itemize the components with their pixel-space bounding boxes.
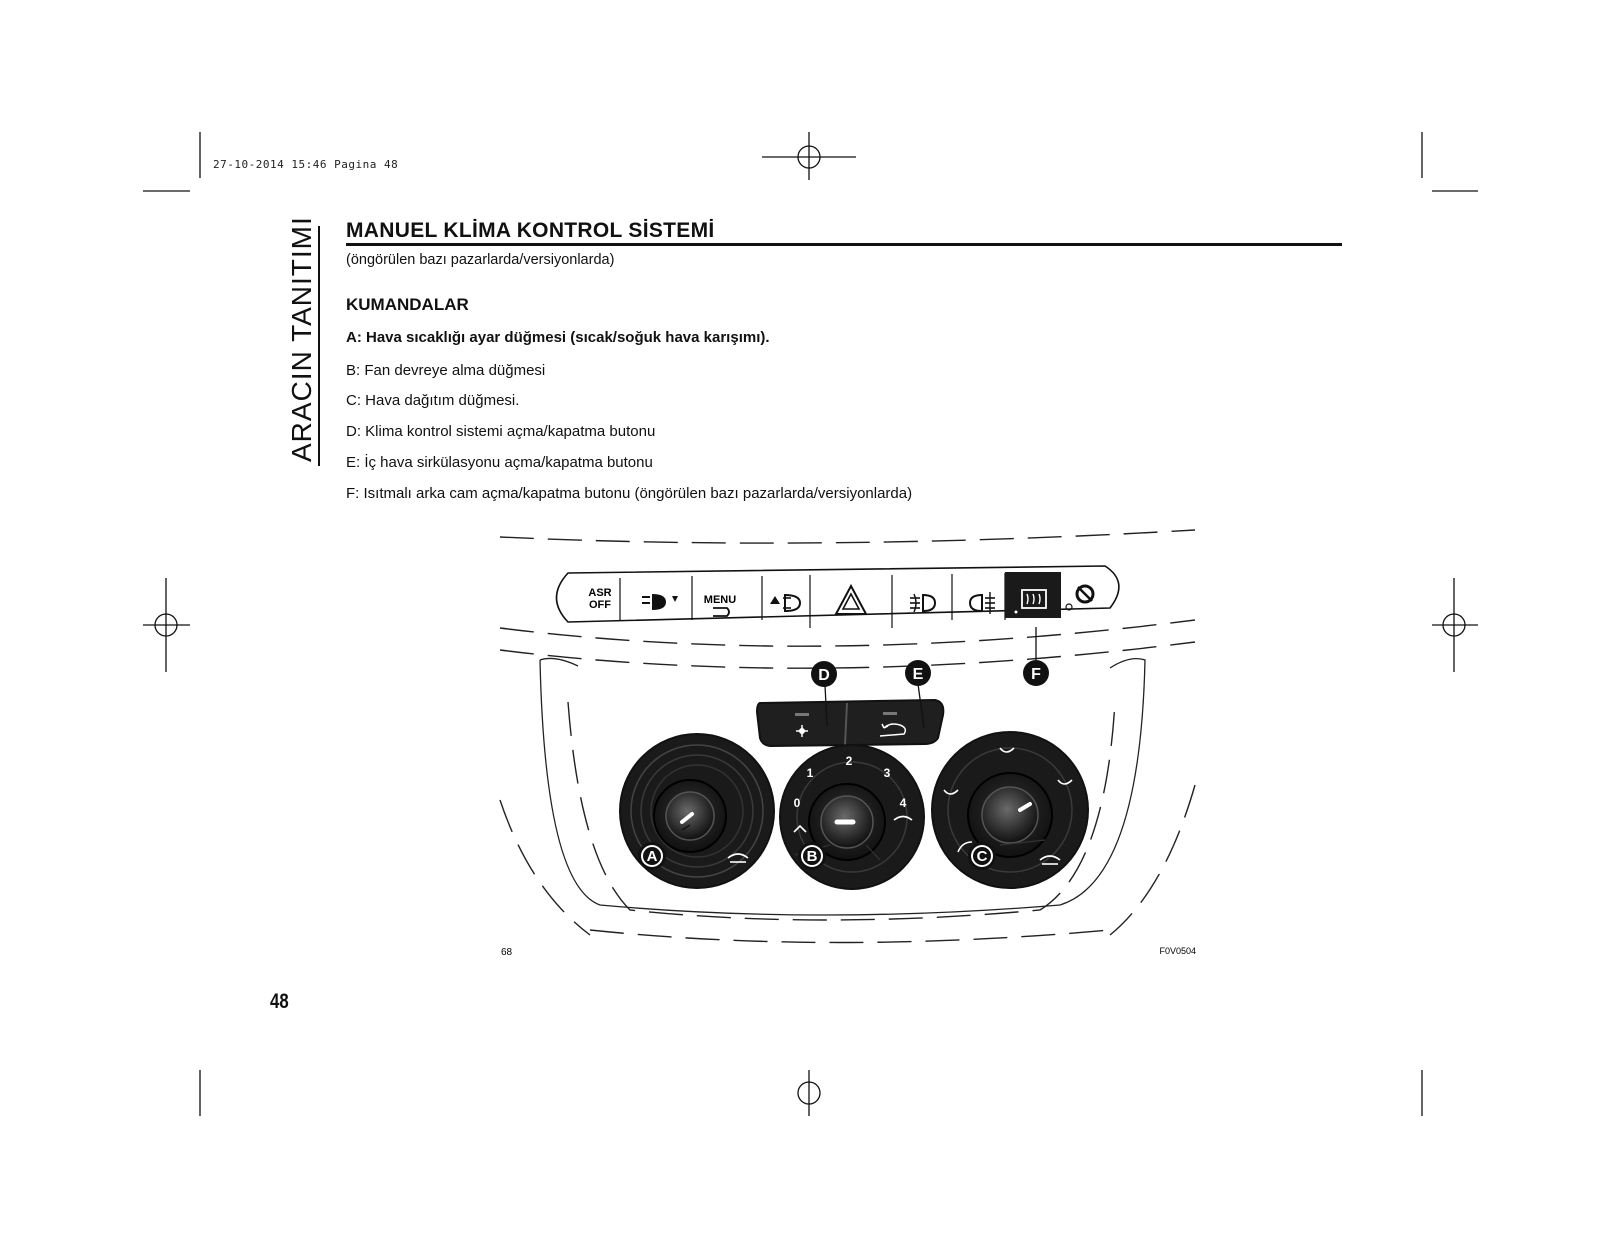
face-vent-icon [999,747,1015,753]
callout-e: E [905,660,931,686]
asr-off-label: OFF [589,599,611,611]
control-item-d: D: Klima kontrol sistemi açma/kapatma bu… [346,423,656,440]
svg-text:C: C [977,848,988,865]
feet-vent-icon [957,841,973,853]
control-item-a: A: Hava sıcaklığı ayar düğmesi (sıcak/so… [346,329,770,346]
side-tab-rule [318,226,320,466]
front-fog-cluster-icon [770,593,802,613]
svg-text:D: D [818,667,830,684]
callout-c: C [968,842,996,870]
control-item-b: B: Fan devreye alma düğmesi [346,362,546,379]
control-item-c: C: Hava dağıtım düğmesi. [346,392,520,409]
figure-code: F0V0504 [1159,946,1196,956]
rear-fog-icon [968,592,995,614]
title-underline [346,243,1342,246]
fan-icon [793,824,807,833]
control-item-f: F: Isıtmalı arka cam açma/kapatma butonu… [346,485,913,502]
fan-scale-4: 4 [900,796,907,810]
fog-light-icon [910,593,937,613]
dpf-warning-icon [1075,584,1095,604]
fan-scale-0: 0 [794,796,801,810]
callout-d: D [811,661,837,687]
windscreen-defrost-icon [727,853,749,859]
fan-scale-1: 1 [807,766,814,780]
windscreen-defrost-icon-c [1039,855,1061,861]
controls-heading: KUMANDALAR [346,295,469,314]
headlight-adjust-icon [642,594,678,610]
figure-caption-left: 68 [501,947,513,958]
hazard-icon [834,583,868,615]
recirculation-icon [879,723,907,737]
svg-text:A: A [647,848,658,865]
fan-scale-3: 3 [884,766,891,780]
print-timestamp: 27-10-2014 15:46 Pagina 48 [213,158,399,171]
callout-b: B [798,842,826,870]
section-title: MANUEL KLİMA KONTROL SİSTEMİ [346,219,715,242]
callout-f: F [1023,660,1049,686]
page-number: 48 [270,990,289,1013]
rear-defrost-icon [1014,589,1047,614]
air-distribution-knob [931,731,1089,889]
asr-label: ASR [588,587,611,599]
svg-text:B: B [807,848,818,865]
fan-scale-2: 2 [846,754,853,768]
control-item-e: E: İç hava sirkülasyonu açma/kapatma but… [346,454,653,471]
section-subtitle: (öngörülen bazı pazarlarda/versiyonlarda… [346,252,615,268]
fan-defrost-icon [893,815,913,821]
feet-face-icon [943,789,959,795]
svg-text:F: F [1031,666,1041,683]
menu-return-icon [713,607,730,617]
svg-text:E: E [913,666,924,683]
feet-defrost-icon [1057,779,1073,785]
menu-label: MENU [704,594,736,606]
callout-a: A [638,842,666,870]
air-conditioning-icon [796,725,808,737]
